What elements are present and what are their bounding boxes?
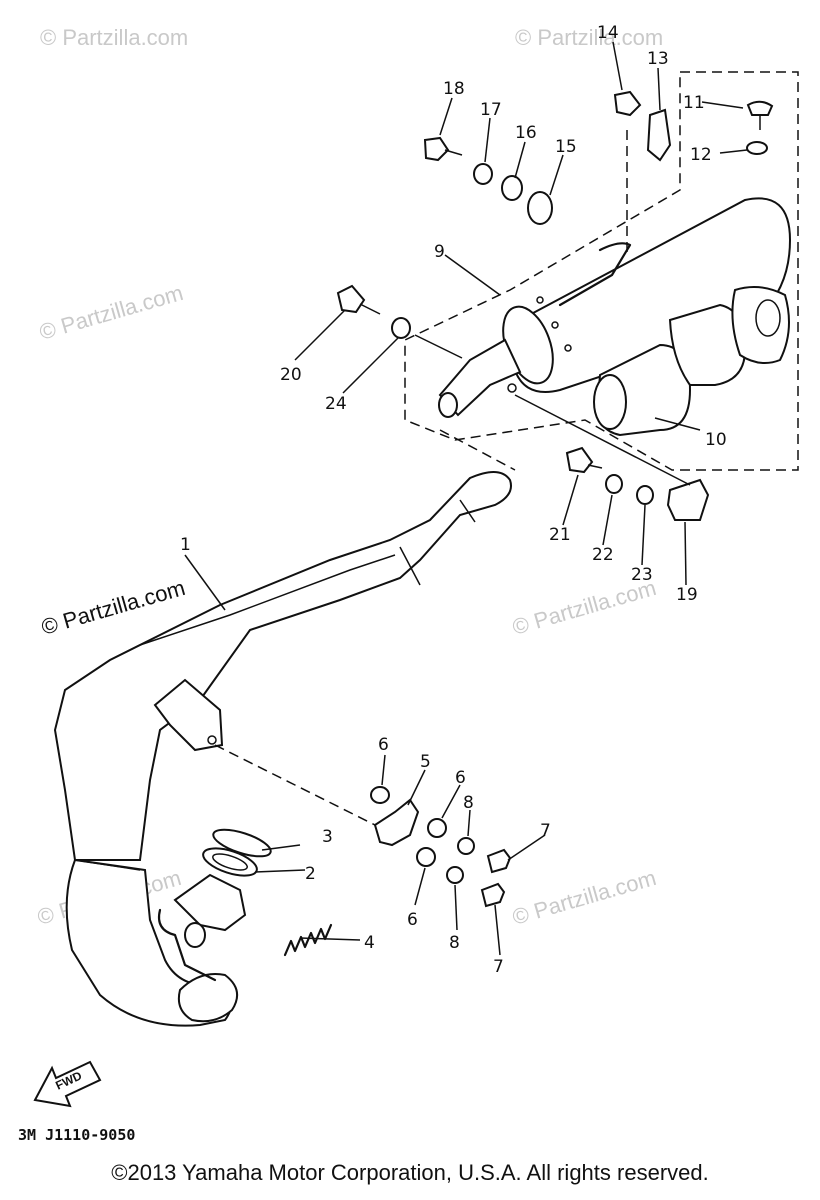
muffler-body [438, 197, 792, 418]
muffler-inner [593, 285, 790, 437]
bracket-guide-line [214, 744, 386, 831]
screw-11 [746, 100, 774, 116]
bolt-14 [613, 90, 642, 117]
callout-4: 4 [364, 933, 375, 953]
bracket-hole [207, 735, 217, 745]
drawing-code: 3M J1110-9050 [18, 1126, 135, 1144]
manifold-flange [157, 873, 247, 982]
callout-1: 1 [180, 535, 191, 555]
watermark: © Partzilla.com [509, 865, 658, 930]
exhaust-pipe [53, 471, 512, 1027]
callout-15: 15 [555, 137, 577, 157]
assembly-dash-line [439, 429, 516, 471]
spring-4 [283, 923, 333, 957]
forward-arrow: FWD [33, 1060, 102, 1108]
callout-labels: 1 2 3 4 5 6 6 6 7 7 8 8 9 10 11 12 13 14… [180, 23, 727, 977]
bolt-18-shank [444, 149, 463, 156]
bolt-7 [486, 848, 512, 874]
copyright-notice: ©2013 Yamaha Motor Corporation, U.S.A. A… [111, 1160, 709, 1185]
bolt-20 [336, 284, 366, 314]
callout-18: 18 [443, 79, 465, 99]
callout-19: 19 [676, 585, 698, 605]
watermark-main: © Partzilla.com [38, 575, 187, 640]
bracket-13 [646, 108, 672, 162]
leader-lines [184, 41, 748, 956]
collar-16 [501, 175, 523, 201]
callout-21: 21 [549, 525, 571, 545]
gasket-2 [202, 847, 258, 877]
collar-8 [446, 866, 464, 884]
callout-6: 6 [407, 910, 418, 930]
callout-16: 16 [515, 123, 537, 143]
callout-12: 12 [690, 145, 712, 165]
callout-22: 22 [592, 545, 614, 565]
callout-7: 7 [493, 957, 504, 977]
pipe-mount-bracket [153, 678, 224, 752]
washer-24 [391, 317, 411, 339]
stay-bracket-5 [373, 798, 420, 847]
callout-14: 14 [597, 23, 619, 43]
callout-8: 8 [463, 793, 474, 813]
bolt-7 [480, 882, 506, 908]
grommet-6 [416, 847, 436, 867]
callout-13: 13 [647, 49, 669, 69]
washer-22 [605, 474, 623, 494]
washer-12 [746, 141, 768, 155]
callout-7: 7 [540, 821, 551, 841]
callout-17: 17 [480, 100, 502, 120]
watermark: © Partzilla.com [40, 25, 188, 50]
callout-20: 20 [280, 365, 302, 385]
callout-3: 3 [322, 827, 333, 847]
callout-2: 2 [305, 864, 316, 884]
bracket-19 [666, 478, 710, 521]
bolt-21 [565, 446, 594, 474]
watermark: © Partzilla.com [515, 25, 663, 50]
watermark: © Partzilla.com [36, 280, 185, 345]
bolt-20-shank [359, 303, 381, 315]
callout-10: 10 [705, 430, 727, 450]
bracket-guide-line [514, 394, 691, 486]
bolt-18 [423, 136, 450, 162]
callout-24: 24 [325, 394, 347, 414]
gasket-2-inner [212, 853, 248, 871]
collar-23 [636, 485, 654, 505]
callout-5: 5 [420, 752, 431, 772]
callout-6: 6 [378, 735, 389, 755]
callout-11: 11 [683, 93, 705, 113]
muffler-assembly-outline [404, 71, 799, 471]
callout-9: 9 [434, 242, 445, 262]
grommet-6 [427, 818, 447, 838]
callout-6: 6 [455, 768, 466, 788]
collar-8 [457, 837, 475, 855]
callout-8: 8 [449, 933, 460, 953]
callout-23: 23 [631, 565, 653, 585]
washer-guide-line [414, 334, 463, 359]
washer-17 [473, 163, 493, 185]
grommet-6 [370, 786, 390, 804]
bolt-21-shank [587, 464, 603, 469]
damper-15 [527, 191, 553, 225]
